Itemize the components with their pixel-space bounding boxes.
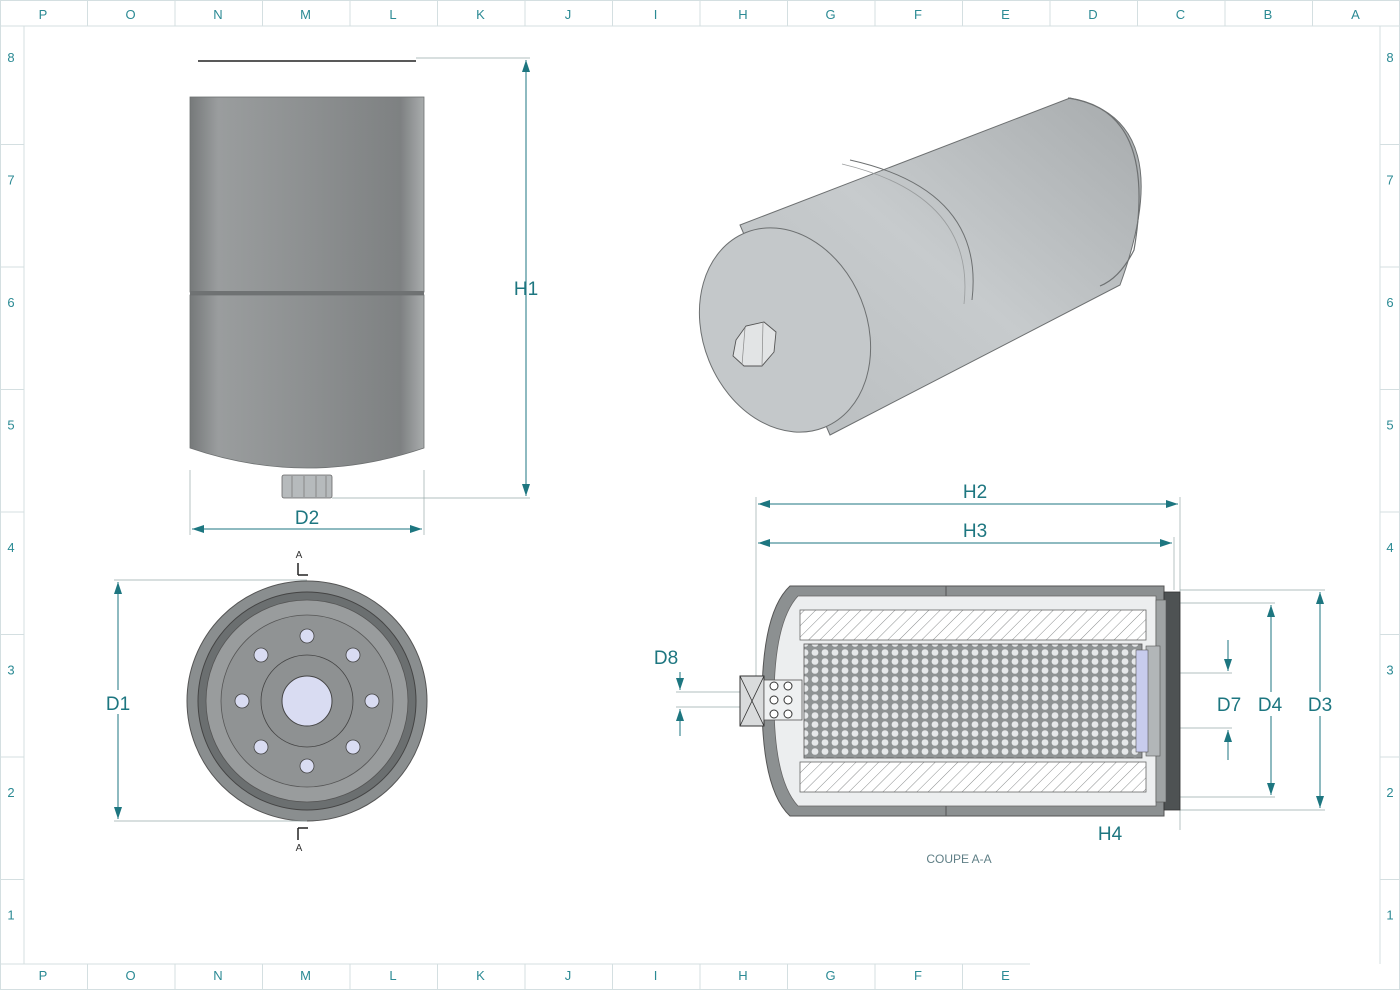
zone-row-label: 2 bbox=[7, 785, 14, 800]
zone-row-label: 6 bbox=[7, 295, 14, 310]
zone-row-label: 4 bbox=[7, 540, 14, 555]
zone-column-label: K bbox=[476, 968, 485, 983]
d1-label: D1 bbox=[106, 694, 130, 715]
zone-column-label: B bbox=[1264, 7, 1273, 22]
zone-row-label: 4 bbox=[1386, 540, 1393, 555]
zone-column-label: G bbox=[825, 968, 835, 983]
zone-column-label: J bbox=[565, 968, 572, 983]
zone-column-label: F bbox=[914, 7, 922, 22]
zone-column-label: F bbox=[914, 968, 922, 983]
zone-row-label: 3 bbox=[1386, 663, 1393, 678]
zone-column-label: I bbox=[654, 7, 658, 22]
zone-column-label: N bbox=[213, 968, 222, 983]
section-marker-bottom: A bbox=[296, 843, 303, 854]
zone-row-label: 5 bbox=[1386, 418, 1393, 433]
zone-column-label: P bbox=[39, 968, 48, 983]
isometric-view bbox=[698, 97, 1142, 436]
d8-label: D8 bbox=[654, 648, 678, 669]
zone-column-label: M bbox=[300, 968, 311, 983]
d4-label: D4 bbox=[1258, 695, 1283, 716]
section-title: COUPE A-A bbox=[926, 852, 991, 866]
zone-column-label: P bbox=[39, 7, 48, 22]
zone-row-label: 2 bbox=[1386, 785, 1393, 800]
zone-column-label: D bbox=[1088, 7, 1097, 22]
h2-label: H2 bbox=[963, 482, 987, 503]
zone-row-label: 7 bbox=[1386, 173, 1393, 188]
zone-row-label: 6 bbox=[1386, 295, 1393, 310]
zone-row-label: 7 bbox=[7, 173, 14, 188]
h3-label: H3 bbox=[963, 521, 987, 542]
zone-column-label: I bbox=[654, 968, 658, 983]
zone-column-label: N bbox=[213, 7, 222, 22]
left-zone-labels: 8 7 6 5 4 3 2 1 bbox=[0, 50, 24, 923]
zone-column-label: L bbox=[389, 7, 396, 22]
zone-column-label: L bbox=[389, 968, 396, 983]
zone-row-label: 1 bbox=[7, 908, 14, 923]
zone-column-label: H bbox=[738, 968, 747, 983]
right-zone-labels: 8 7 6 5 4 3 2 1 bbox=[1380, 50, 1400, 923]
d7-label: D7 bbox=[1217, 695, 1241, 716]
zone-column-label: A bbox=[1351, 7, 1360, 22]
d3-label: D3 bbox=[1308, 695, 1332, 716]
front-elevation-view: H1 D2 bbox=[189, 57, 538, 535]
section-view-a-a: H2 H3 D8 D7 D4 D3 H4 COUPE A-A bbox=[654, 482, 1339, 866]
end-view: A A D1 bbox=[100, 550, 428, 854]
zone-column-label: E bbox=[1001, 968, 1010, 983]
h4-label: H4 bbox=[1098, 824, 1123, 845]
zone-column-label: H bbox=[738, 7, 747, 22]
zone-column-label: K bbox=[476, 7, 485, 22]
zone-row-label: 3 bbox=[7, 663, 14, 678]
zone-row-label: 5 bbox=[7, 418, 14, 433]
zone-column-label: E bbox=[1001, 7, 1010, 22]
zone-column-label: O bbox=[125, 968, 135, 983]
zone-column-label: C bbox=[1176, 7, 1185, 22]
zone-row-label: 8 bbox=[1386, 50, 1393, 65]
section-marker-top: A bbox=[296, 550, 303, 561]
zone-column-label: J bbox=[565, 7, 572, 22]
zone-column-label: O bbox=[125, 7, 135, 22]
zone-row-label: 1 bbox=[1386, 908, 1393, 923]
h1-label: H1 bbox=[514, 279, 538, 300]
zone-column-label: G bbox=[825, 7, 835, 22]
d2-label: D2 bbox=[295, 508, 319, 529]
zone-row-label: 8 bbox=[7, 50, 14, 65]
zone-column-label: M bbox=[300, 7, 311, 22]
